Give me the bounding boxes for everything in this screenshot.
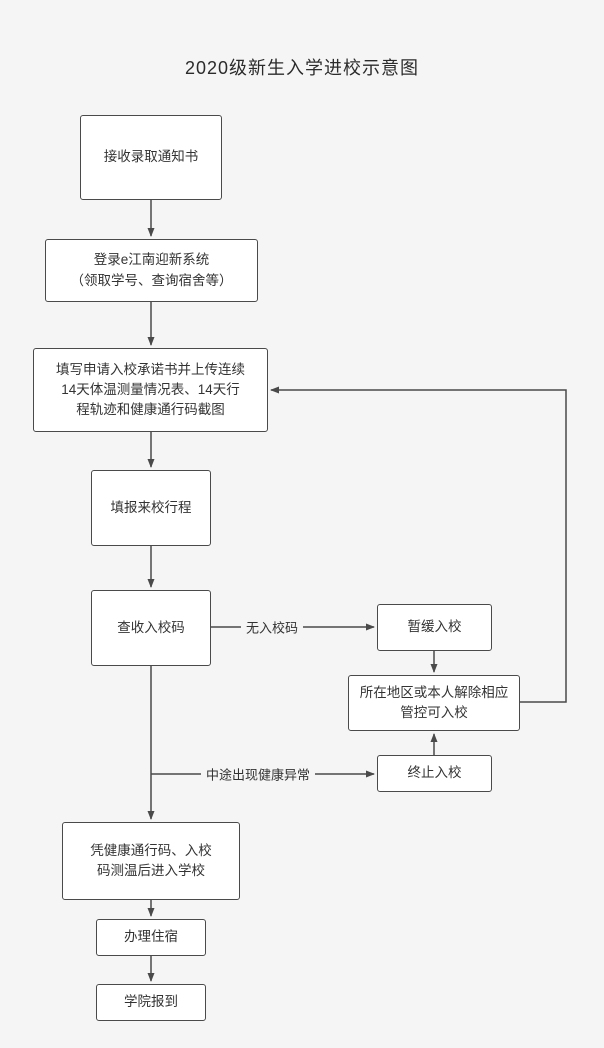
node-enter-school: 凭健康通行码、入校 码测温后进入学校 [62, 822, 240, 900]
node-college-report: 学院报到 [96, 984, 206, 1021]
node-fill-itinerary: 填报来校行程 [91, 470, 211, 546]
node-upload-materials: 填写申请入校承诺书并上传连续 14天体温测量情况表、14天行 程轨迹和健康通行码… [33, 348, 268, 432]
node-terminate-entry: 终止入校 [377, 755, 492, 792]
edge-label-no-entry-code: 无入校码 [240, 617, 304, 637]
node-lift-control: 所在地区或本人解除相应 管控可入校 [348, 675, 520, 731]
node-check-entry-code: 查收入校码 [91, 590, 211, 666]
node-login-system: 登录e江南迎新系统 （领取学号、查询宿舍等） [45, 239, 258, 302]
node-dorm-checkin: 办理住宿 [96, 919, 206, 956]
node-receive-notice: 接收录取通知书 [80, 115, 222, 200]
diagram-title: 2020级新生入学进校示意图 [184, 58, 420, 78]
edge-label-health-abnormal: 中途出现健康异常 [200, 764, 316, 784]
arrow-liftcontrol-to-upload-loop [270, 386, 567, 703]
node-postpone-entry: 暂缓入校 [377, 604, 492, 651]
